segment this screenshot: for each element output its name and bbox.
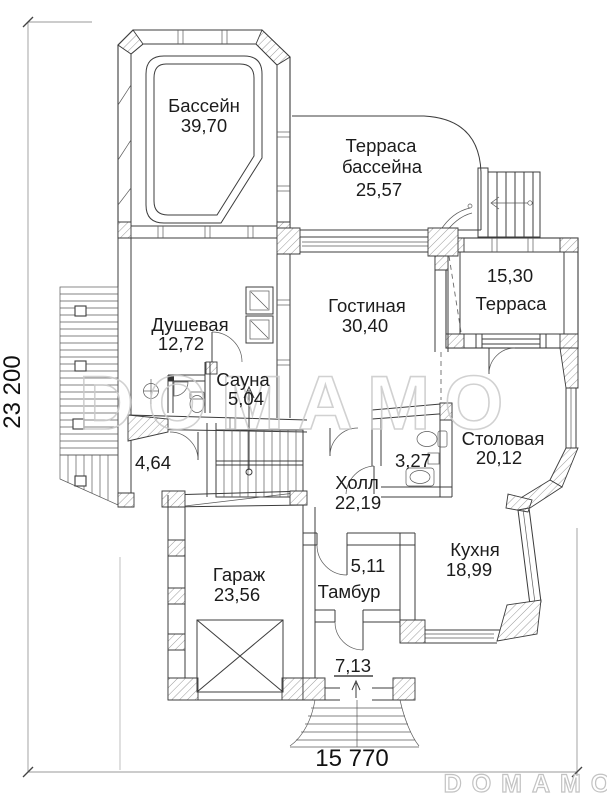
left-deck xyxy=(59,286,119,506)
room-area-shower: 12,72 xyxy=(158,333,204,354)
room-area-porch: 7,13 xyxy=(335,655,371,676)
room-area-terrace: 15,30 xyxy=(487,265,533,286)
room-area-vestibule: 5,11 xyxy=(351,555,386,576)
room-area-living: 30,40 xyxy=(342,315,388,336)
room-area-garage: 23,56 xyxy=(214,584,260,605)
room-label-vestibule: Тамбур xyxy=(318,581,381,602)
dimension-lines xyxy=(22,16,583,778)
room-label-shower: Душевая xyxy=(151,314,228,335)
room-label-garage: Гараж xyxy=(213,564,266,585)
room-label-pool: Бассейн xyxy=(168,95,240,116)
exterior-stairs-top xyxy=(439,167,541,238)
room-label-kitchen: Кухня xyxy=(450,539,500,560)
terrace-walls xyxy=(445,237,579,375)
storage-and-stairs xyxy=(169,385,304,498)
vestibule-walls xyxy=(302,505,426,700)
garage-walls xyxy=(117,490,311,701)
entry-porch xyxy=(289,677,420,748)
room-area-wc: 3,27 xyxy=(395,450,431,471)
dimension-bottom-label: 15 770 xyxy=(315,745,388,772)
room-label-pool-terrace-2: бассейна xyxy=(342,156,423,177)
kitchen-bay-walls xyxy=(402,493,542,644)
watermark-corner: DOMAMO xyxy=(444,770,607,798)
sauna-pocket xyxy=(167,362,211,413)
room-labels: Бассейн 39,70 Терраса бассейна 25,57 Гос… xyxy=(135,95,548,677)
room-area-kitchen: 18,99 xyxy=(446,559,492,580)
living-room-walls xyxy=(276,227,462,457)
room-area-pool: 39,70 xyxy=(181,115,227,136)
room-area-sauna: 5,04 xyxy=(228,388,264,409)
room-label-hall: Холл xyxy=(335,472,379,493)
watermark-center: DOMAMO xyxy=(79,361,518,446)
room-area-pool-terrace: 25,57 xyxy=(356,179,402,200)
room-label-sauna: Сауна xyxy=(216,369,270,390)
wc-room xyxy=(345,402,453,498)
room-label-terrace: Терраса xyxy=(476,293,548,314)
room-label-living: Гостиная xyxy=(328,295,406,316)
room-area-dining: 20,12 xyxy=(476,447,522,468)
pool-basin xyxy=(145,55,263,224)
dimension-left-label: 23 200 xyxy=(0,355,26,428)
room-label-pool-terrace-1: Терраса xyxy=(346,135,418,156)
room-area-hall: 22,19 xyxy=(335,492,381,513)
room-label-dining: Столовая xyxy=(462,428,545,449)
room-area-storage: 4,64 xyxy=(135,452,171,473)
